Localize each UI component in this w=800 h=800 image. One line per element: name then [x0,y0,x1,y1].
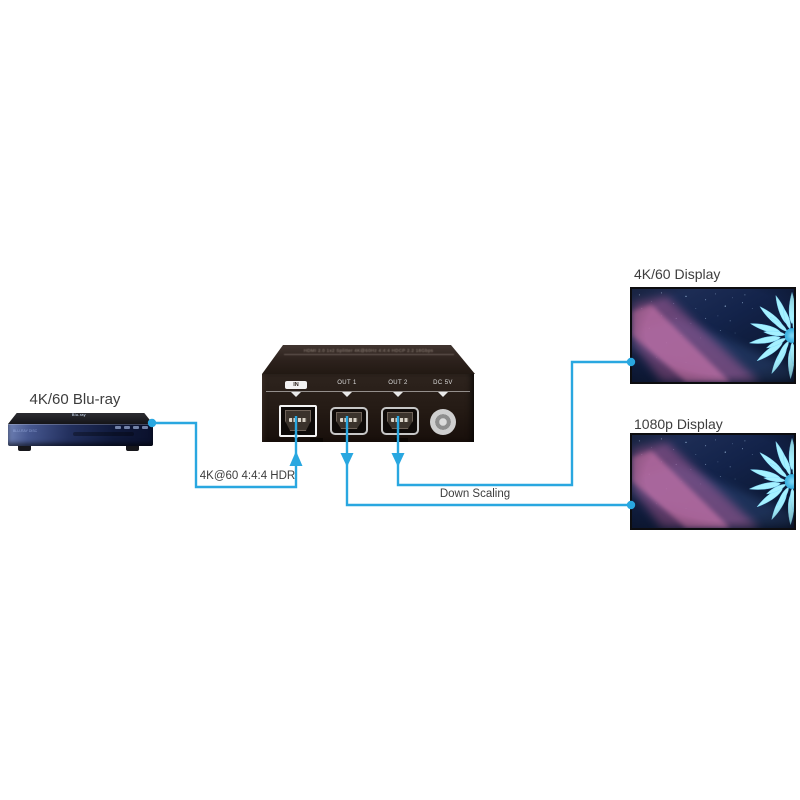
bluray-foot [126,446,139,451]
dc-power-jack [430,409,456,435]
triangle-marker-in [291,391,301,397]
arrow-down-out2 [391,453,405,467]
bluray-disc-tray [73,432,135,436]
hdmi-splitter: IN OUT 1 OUT 2 DC 5V IN [262,374,474,442]
bluray-front-face: BLU-RAY DISC [8,424,153,446]
port-label-dc5v: DC 5V [433,380,453,386]
bluray-logo: Blu-ray [71,412,86,417]
display-4k-screen-image [632,289,794,382]
splitter-top-print: HDMI 2.0 1x2 Splitter 4K@60Hz 4:4:4 HDCP… [283,348,454,355]
splitter-bottom-slot [310,438,323,442]
port-label-out1: OUT 1 [337,380,357,386]
in-port-sub-label: IN [293,434,299,440]
bluray-buttons [115,426,148,429]
port-label-in: IN [285,381,307,389]
triangle-marker-out2 [393,391,403,397]
hdmi-in-port [279,405,317,437]
bluray-caption: 4K/60 Blu-ray [29,391,121,408]
display-4k [630,287,796,384]
display-1080p-screen-image [632,435,794,528]
hdmi-out1-port [330,407,368,435]
display-4k-caption: 4K/60 Display [634,266,721,282]
bluray-player: Blu-ray BLU-RAY DISC [8,413,153,446]
display-1080p-caption: 1080p Display [634,416,723,432]
triangle-marker-out1 [342,391,352,397]
wire-label-input-signal: 4K@60 4:4:4 HDR [199,470,296,482]
arrow-up-in [289,451,303,466]
arrow-down-out1 [340,453,354,467]
hdmi-out2-port [381,407,419,435]
triangle-marker-dc5v [438,391,448,397]
display-1080p [630,433,796,530]
bluray-front-text: BLU-RAY DISC [13,429,38,433]
wire-label-down-scaling: Down Scaling [439,488,511,500]
splitter-front-line [266,391,470,392]
splitter-top-face: HDMI 2.0 1x2 Splitter 4K@60Hz 4:4:4 HDCP… [262,345,475,374]
splitter-bottom-slot [395,438,408,442]
bluray-foot [18,446,31,451]
port-label-out2: OUT 2 [388,380,408,386]
bluray-top-face: Blu-ray [8,413,153,424]
